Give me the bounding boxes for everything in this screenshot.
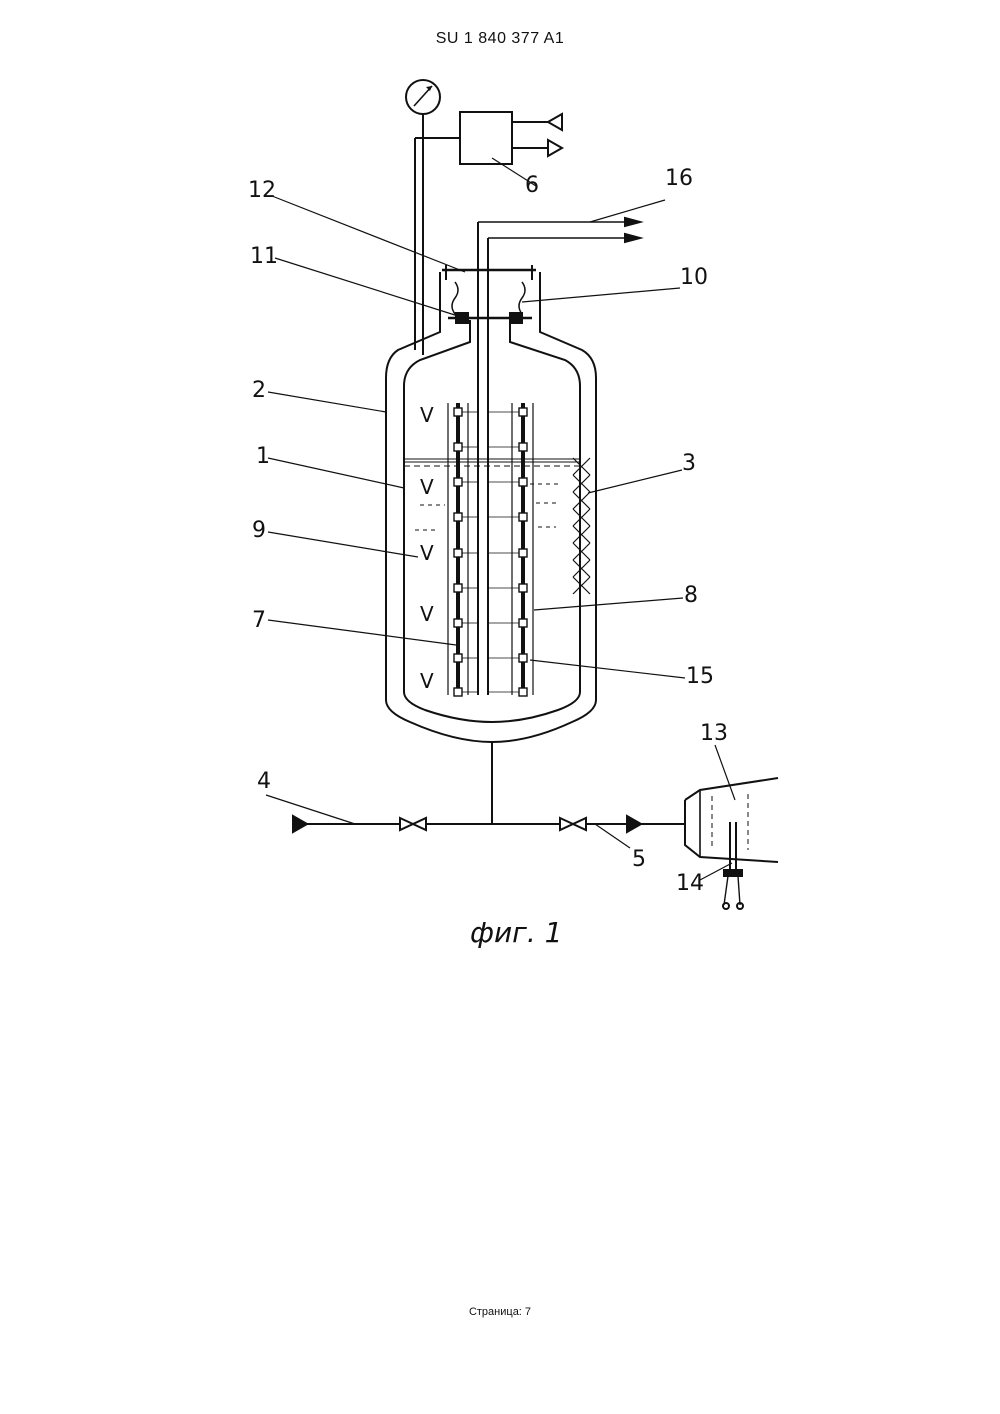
label-7: 7 [252, 608, 266, 633]
label-9: 9 [252, 518, 266, 543]
electrode-element [454, 513, 462, 521]
label-12: 12 [248, 178, 276, 203]
electrode-element [454, 619, 462, 627]
pressure-gauge [406, 80, 440, 138]
electrode-element [519, 619, 527, 627]
label-15: 15 [686, 664, 714, 689]
electrode-elements [454, 408, 527, 696]
label-8: 8 [684, 583, 698, 608]
label-16: 16 [665, 166, 693, 191]
figure-caption: фиг. 1 [470, 916, 562, 949]
electrode-element [519, 584, 527, 592]
v-mark: V [420, 475, 434, 499]
v-mark: V [420, 541, 434, 565]
label-3: 3 [682, 451, 696, 476]
electrode-element [454, 584, 462, 592]
label-5: 5 [632, 847, 646, 872]
label-6: 6 [525, 173, 539, 198]
vessel-outer-wall [386, 272, 596, 742]
control-block [460, 112, 562, 164]
v-marks: V V V V V [420, 403, 434, 693]
label-4: 4 [257, 769, 271, 794]
label-13: 13 [700, 721, 728, 746]
label-10: 10 [680, 265, 708, 290]
page-footer: Страница: 7 [0, 1306, 1000, 1318]
electrode-element [454, 408, 462, 416]
leader-lines [266, 158, 735, 880]
electrode-element [519, 688, 527, 696]
electrode-element [519, 443, 527, 451]
electrode-element [454, 549, 462, 557]
figure-1-drawing: V V V V V 12 11 2 1 9 7 4 5 6 16 10 3 8 … [0, 0, 1000, 1000]
outlet-pipes [478, 218, 640, 695]
electrode-element [519, 478, 527, 486]
electrode-element [519, 513, 527, 521]
v-mark: V [420, 669, 434, 693]
v-mark: V [420, 403, 434, 427]
label-11: 11 [250, 244, 278, 269]
gauge-pipe [415, 138, 460, 355]
hatched-element [573, 458, 590, 594]
label-1: 1 [256, 444, 270, 469]
vessel-inner-wall [404, 320, 580, 722]
electrode-element [519, 408, 527, 416]
electrode-element [454, 654, 462, 662]
electrode-element [454, 478, 462, 486]
drain-lines [293, 742, 685, 832]
v-mark: V [420, 602, 434, 626]
electrode-element [519, 549, 527, 557]
electrode-element [519, 654, 527, 662]
label-2: 2 [252, 378, 266, 403]
label-14: 14 [676, 871, 704, 896]
electrode-element [454, 443, 462, 451]
electrode-element [454, 688, 462, 696]
